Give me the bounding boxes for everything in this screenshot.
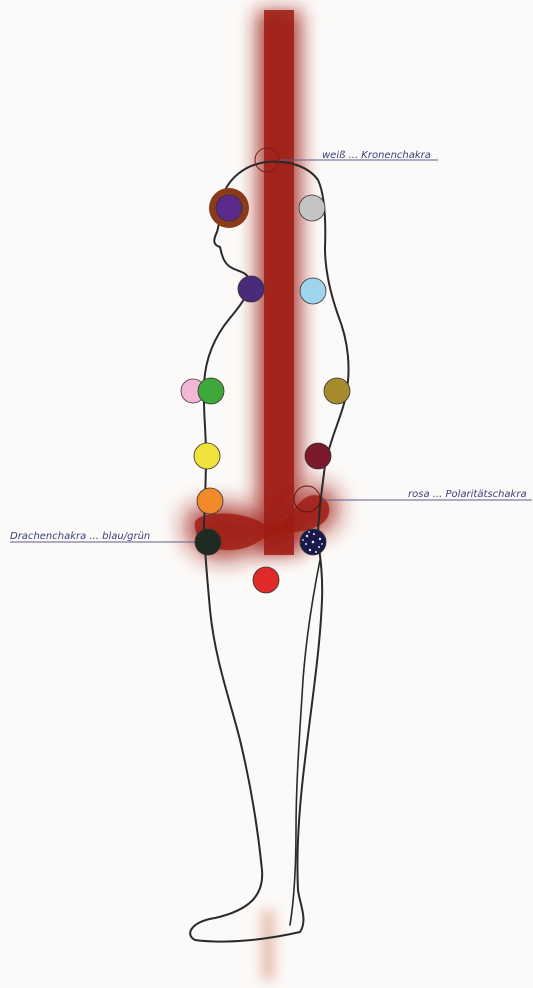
dragon-chakra-label: Drachenchakra ... blau/grün [10,531,150,543]
back-chakra-maroon [305,443,331,469]
sacral-chakra-orange [197,488,223,514]
inner-leg-line [290,560,320,925]
crown-chakra-label: weiß ... Kronenchakra [322,150,431,162]
root-chakra-red [253,567,279,593]
heart-chakra-green [198,378,224,404]
dragon-chakra [195,529,221,555]
polarity-chakra-label: rosa ... Polaritätschakra [408,489,527,501]
solar-plexus-chakra-yellow [194,443,220,469]
throat-chakra-indigo [238,276,264,302]
head-back-chakra-gray [299,195,325,221]
neck-back-chakra-light-blue [300,278,326,304]
head-chakra-purple [216,195,242,221]
back-chakra-olive [324,378,350,404]
